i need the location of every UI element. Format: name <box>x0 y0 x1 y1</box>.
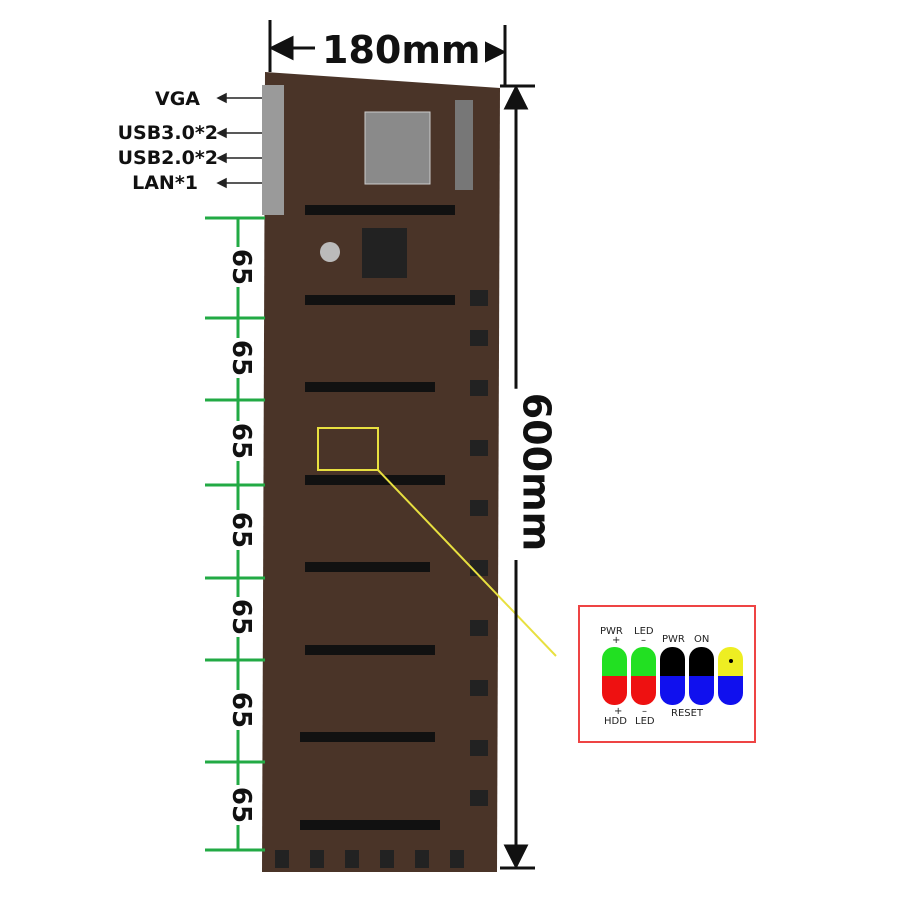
pcie-slot <box>305 382 435 392</box>
width-label: 180mm <box>318 28 485 72</box>
pin-label: ON <box>694 634 710 645</box>
pin-label: LED <box>634 626 654 637</box>
pin-label: PWR <box>662 634 685 645</box>
cpu-socket <box>364 111 431 185</box>
pin-key <box>718 647 743 705</box>
spacing-label: 65 <box>226 247 256 287</box>
pcie-slots <box>300 205 455 830</box>
pin-pwr-reset <box>660 647 685 705</box>
power-connectors <box>275 290 488 868</box>
pin-label: PWR <box>600 626 623 637</box>
height-label: 600mm <box>514 388 559 556</box>
label-lan: LAN*1 <box>132 172 198 194</box>
cmos-battery <box>320 242 340 262</box>
front-panel-highlight <box>317 427 379 471</box>
pcie-slot <box>305 295 455 305</box>
label-usb2: USB2.0*2 <box>117 147 218 169</box>
pcie-slot <box>300 820 440 830</box>
pin-label: + <box>614 706 623 717</box>
label-usb3: USB3.0*2 <box>117 122 218 144</box>
pin-label: – <box>642 706 647 717</box>
pin-on-reset <box>689 647 714 705</box>
pin-label: RESET <box>671 708 704 719</box>
height-dimension <box>500 84 535 870</box>
label-vga: VGA <box>154 88 200 110</box>
spacing-label: 65 <box>226 421 256 461</box>
pin-label: LED <box>635 716 655 727</box>
pcie-slot <box>305 475 445 485</box>
leader-line <box>377 469 557 657</box>
chipset-heatsink <box>362 228 407 278</box>
pcie-slot <box>300 732 435 742</box>
spacing-label: 65 <box>226 338 256 378</box>
pin-pwr-hdd-plus <box>602 647 627 705</box>
pcie-slot <box>305 562 430 572</box>
spacing-label: 65 <box>226 690 256 730</box>
front-panel-pinout-inset: PWR + LED – PWR ON + HDD – LED RESET <box>578 605 756 743</box>
io-ports <box>262 85 284 215</box>
pin-label: – <box>641 635 646 646</box>
pcie-slot <box>305 645 435 655</box>
spacing-label: 65 <box>226 510 256 550</box>
pin-label: + <box>612 635 621 646</box>
pin-led-minus <box>631 647 656 705</box>
spacing-label: 65 <box>226 785 256 825</box>
pin-label: HDD <box>604 716 627 727</box>
pcie-slot <box>305 205 455 215</box>
port-arrows <box>216 92 262 189</box>
spacing-label: 65 <box>226 597 256 637</box>
width-dimension <box>268 20 507 85</box>
ram-slot <box>455 100 473 190</box>
